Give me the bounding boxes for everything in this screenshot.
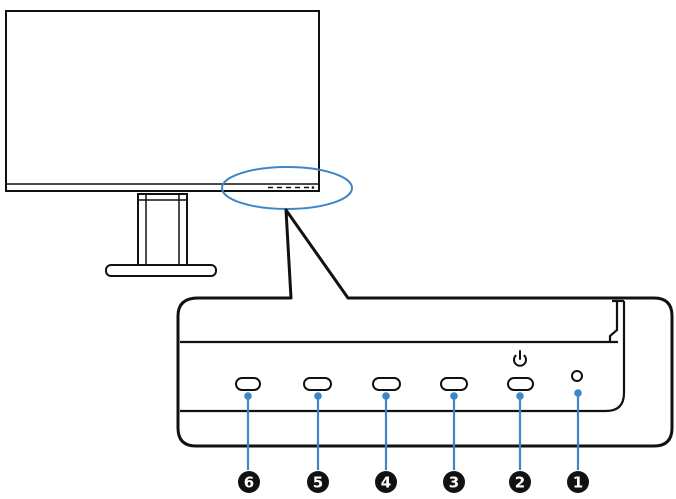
button-5 xyxy=(303,377,332,391)
callout-1-label: 1 xyxy=(573,474,583,492)
callout-frame xyxy=(176,208,674,448)
leader-lines xyxy=(244,389,582,470)
power-button xyxy=(507,377,534,391)
bezel-button-marks xyxy=(268,186,315,189)
monitor-stand-base xyxy=(105,264,217,277)
callout-6: 6 xyxy=(238,471,260,493)
callout-3: 3 xyxy=(443,471,465,493)
callout-4-label: 4 xyxy=(381,474,391,492)
monitor xyxy=(5,10,320,277)
callout-4: 4 xyxy=(375,471,397,493)
callout-3-label: 3 xyxy=(449,474,459,492)
callout-5-label: 5 xyxy=(313,474,323,492)
button-3 xyxy=(440,377,468,391)
callout-2: 2 xyxy=(509,471,531,493)
power-icon xyxy=(513,350,527,367)
bezel-buttons xyxy=(235,370,583,391)
monitor-screen xyxy=(5,10,320,192)
zoom-callout xyxy=(176,208,674,470)
button-6 xyxy=(235,377,261,391)
callout-2-label: 2 xyxy=(515,474,525,492)
bezel-closeup xyxy=(180,299,626,413)
callout-1: 1 xyxy=(567,471,589,493)
button-4 xyxy=(372,377,401,391)
callout-badges: 6 5 4 3 2 1 xyxy=(238,471,589,493)
power-indicator-led xyxy=(571,370,583,382)
callout-5: 5 xyxy=(307,471,329,493)
callout-6-label: 6 xyxy=(244,474,254,492)
